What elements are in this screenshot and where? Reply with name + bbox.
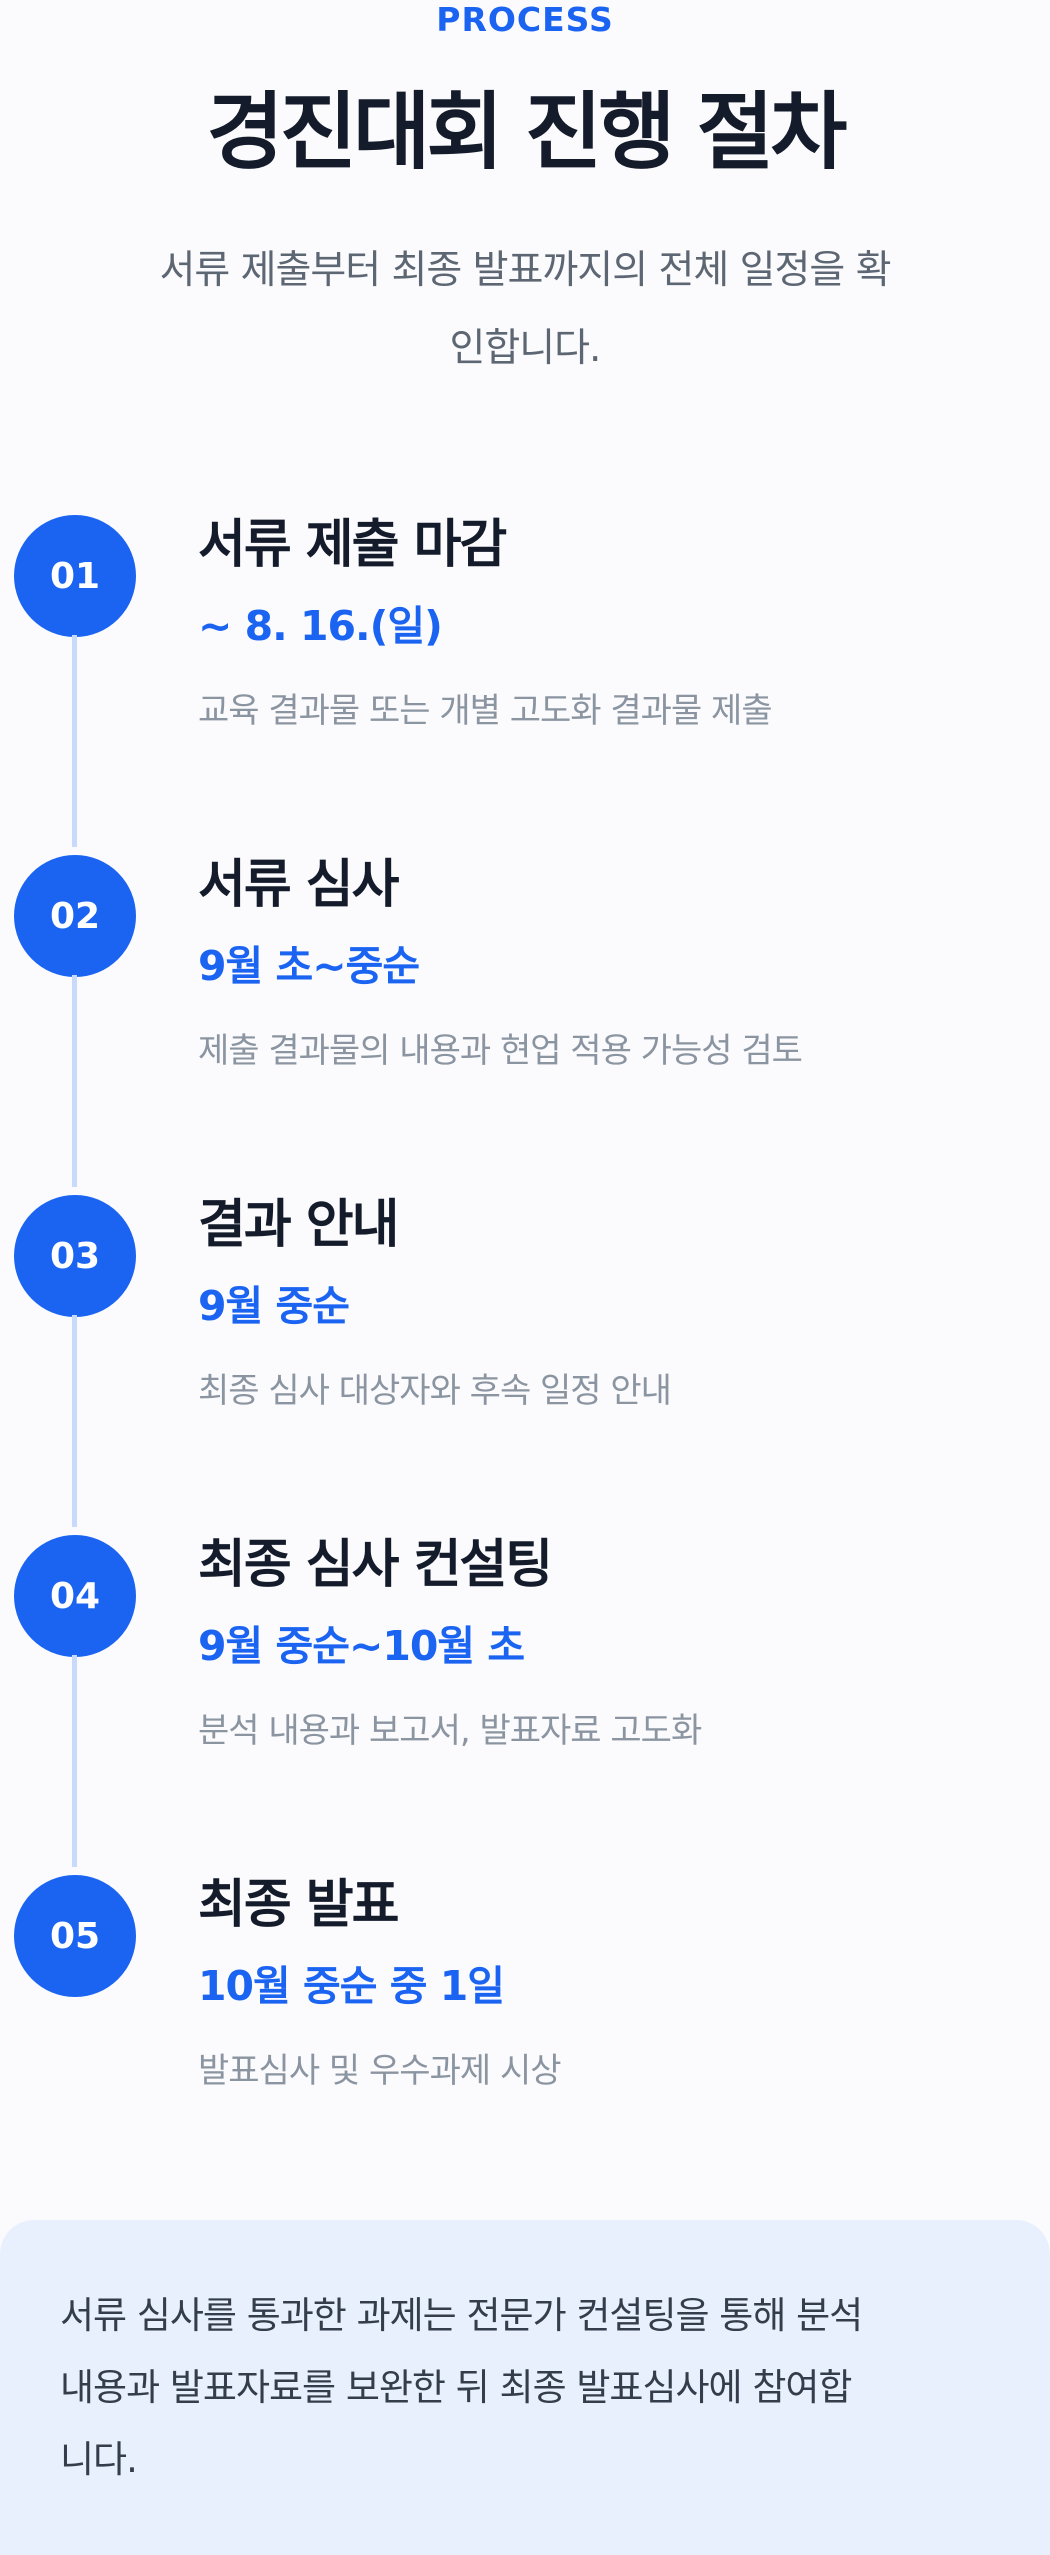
timeline-step-3: 03 결과 안내 9월 중순 최종 심사 대상자와 후속 일정 안내 — [0, 1190, 1050, 1530]
step-date: ~ 8. 16.(일) — [198, 602, 443, 650]
step-title: 최종 발표 — [198, 1875, 399, 1935]
step-date: 9월 중순 — [198, 1282, 350, 1330]
step-number-badge: 04 — [14, 1535, 136, 1657]
step-description: 교육 결과물 또는 개별 고도화 결과물 제출 — [198, 691, 773, 731]
process-note-box: 서류 심사를 통과한 과제는 전문가 컨설팅을 통해 분석 내용과 발표자료를 … — [0, 2220, 1050, 2555]
process-note-text: 서류 심사를 통과한 과제는 전문가 컨설팅을 통해 분석 내용과 발표자료를 … — [60, 2294, 863, 2481]
step-description: 분석 내용과 보고서, 발표자료 고도화 — [198, 1711, 702, 1751]
timeline-step-2: 02 서류 심사 9월 초~중순 제출 결과물의 내용과 현업 적용 가능성 검… — [0, 850, 1050, 1190]
step-title: 최종 심사 컨설팅 — [198, 1535, 553, 1595]
step-number-badge: 05 — [14, 1875, 136, 1997]
step-title: 결과 안내 — [198, 1195, 399, 1255]
timeline-connector — [72, 975, 77, 1187]
page-title: 경진대회 진행 절차 — [206, 83, 848, 181]
step-title: 서류 제출 마감 — [198, 515, 507, 575]
process-timeline: 01 서류 제출 마감 ~ 8. 16.(일) 교육 결과물 또는 개별 고도화… — [0, 510, 1050, 2170]
timeline-step-5: 05 최종 발표 10월 중순 중 1일 발표심사 및 우수과제 시상 — [0, 1870, 1050, 2210]
step-number-badge: 02 — [14, 855, 136, 977]
timeline-connector — [72, 1655, 77, 1867]
step-title: 서류 심사 — [198, 855, 399, 915]
timeline-connector — [72, 635, 77, 847]
step-number-badge: 03 — [14, 1195, 136, 1317]
step-description: 제출 결과물의 내용과 현업 적용 가능성 검토 — [198, 1031, 803, 1071]
timeline-connector — [72, 1315, 77, 1527]
step-date: 10월 중순 중 1일 — [198, 1962, 505, 2010]
page-subtitle: 서류 제출부터 최종 발표까지의 전체 일정을 확인합니다. — [159, 248, 891, 371]
step-number-badge: 01 — [14, 515, 136, 637]
step-date: 9월 초~중순 — [198, 942, 420, 990]
timeline-step-1: 01 서류 제출 마감 ~ 8. 16.(일) 교육 결과물 또는 개별 고도화… — [0, 510, 1050, 850]
section-eyebrow: PROCESS — [436, 0, 614, 39]
step-date: 9월 중순~10월 초 — [198, 1622, 525, 1670]
step-description: 발표심사 및 우수과제 시상 — [198, 2051, 562, 2091]
step-description: 최종 심사 대상자와 후속 일정 안내 — [198, 1371, 672, 1411]
timeline-step-4: 04 최종 심사 컨설팅 9월 중순~10월 초 분석 내용과 보고서, 발표자… — [0, 1530, 1050, 1870]
